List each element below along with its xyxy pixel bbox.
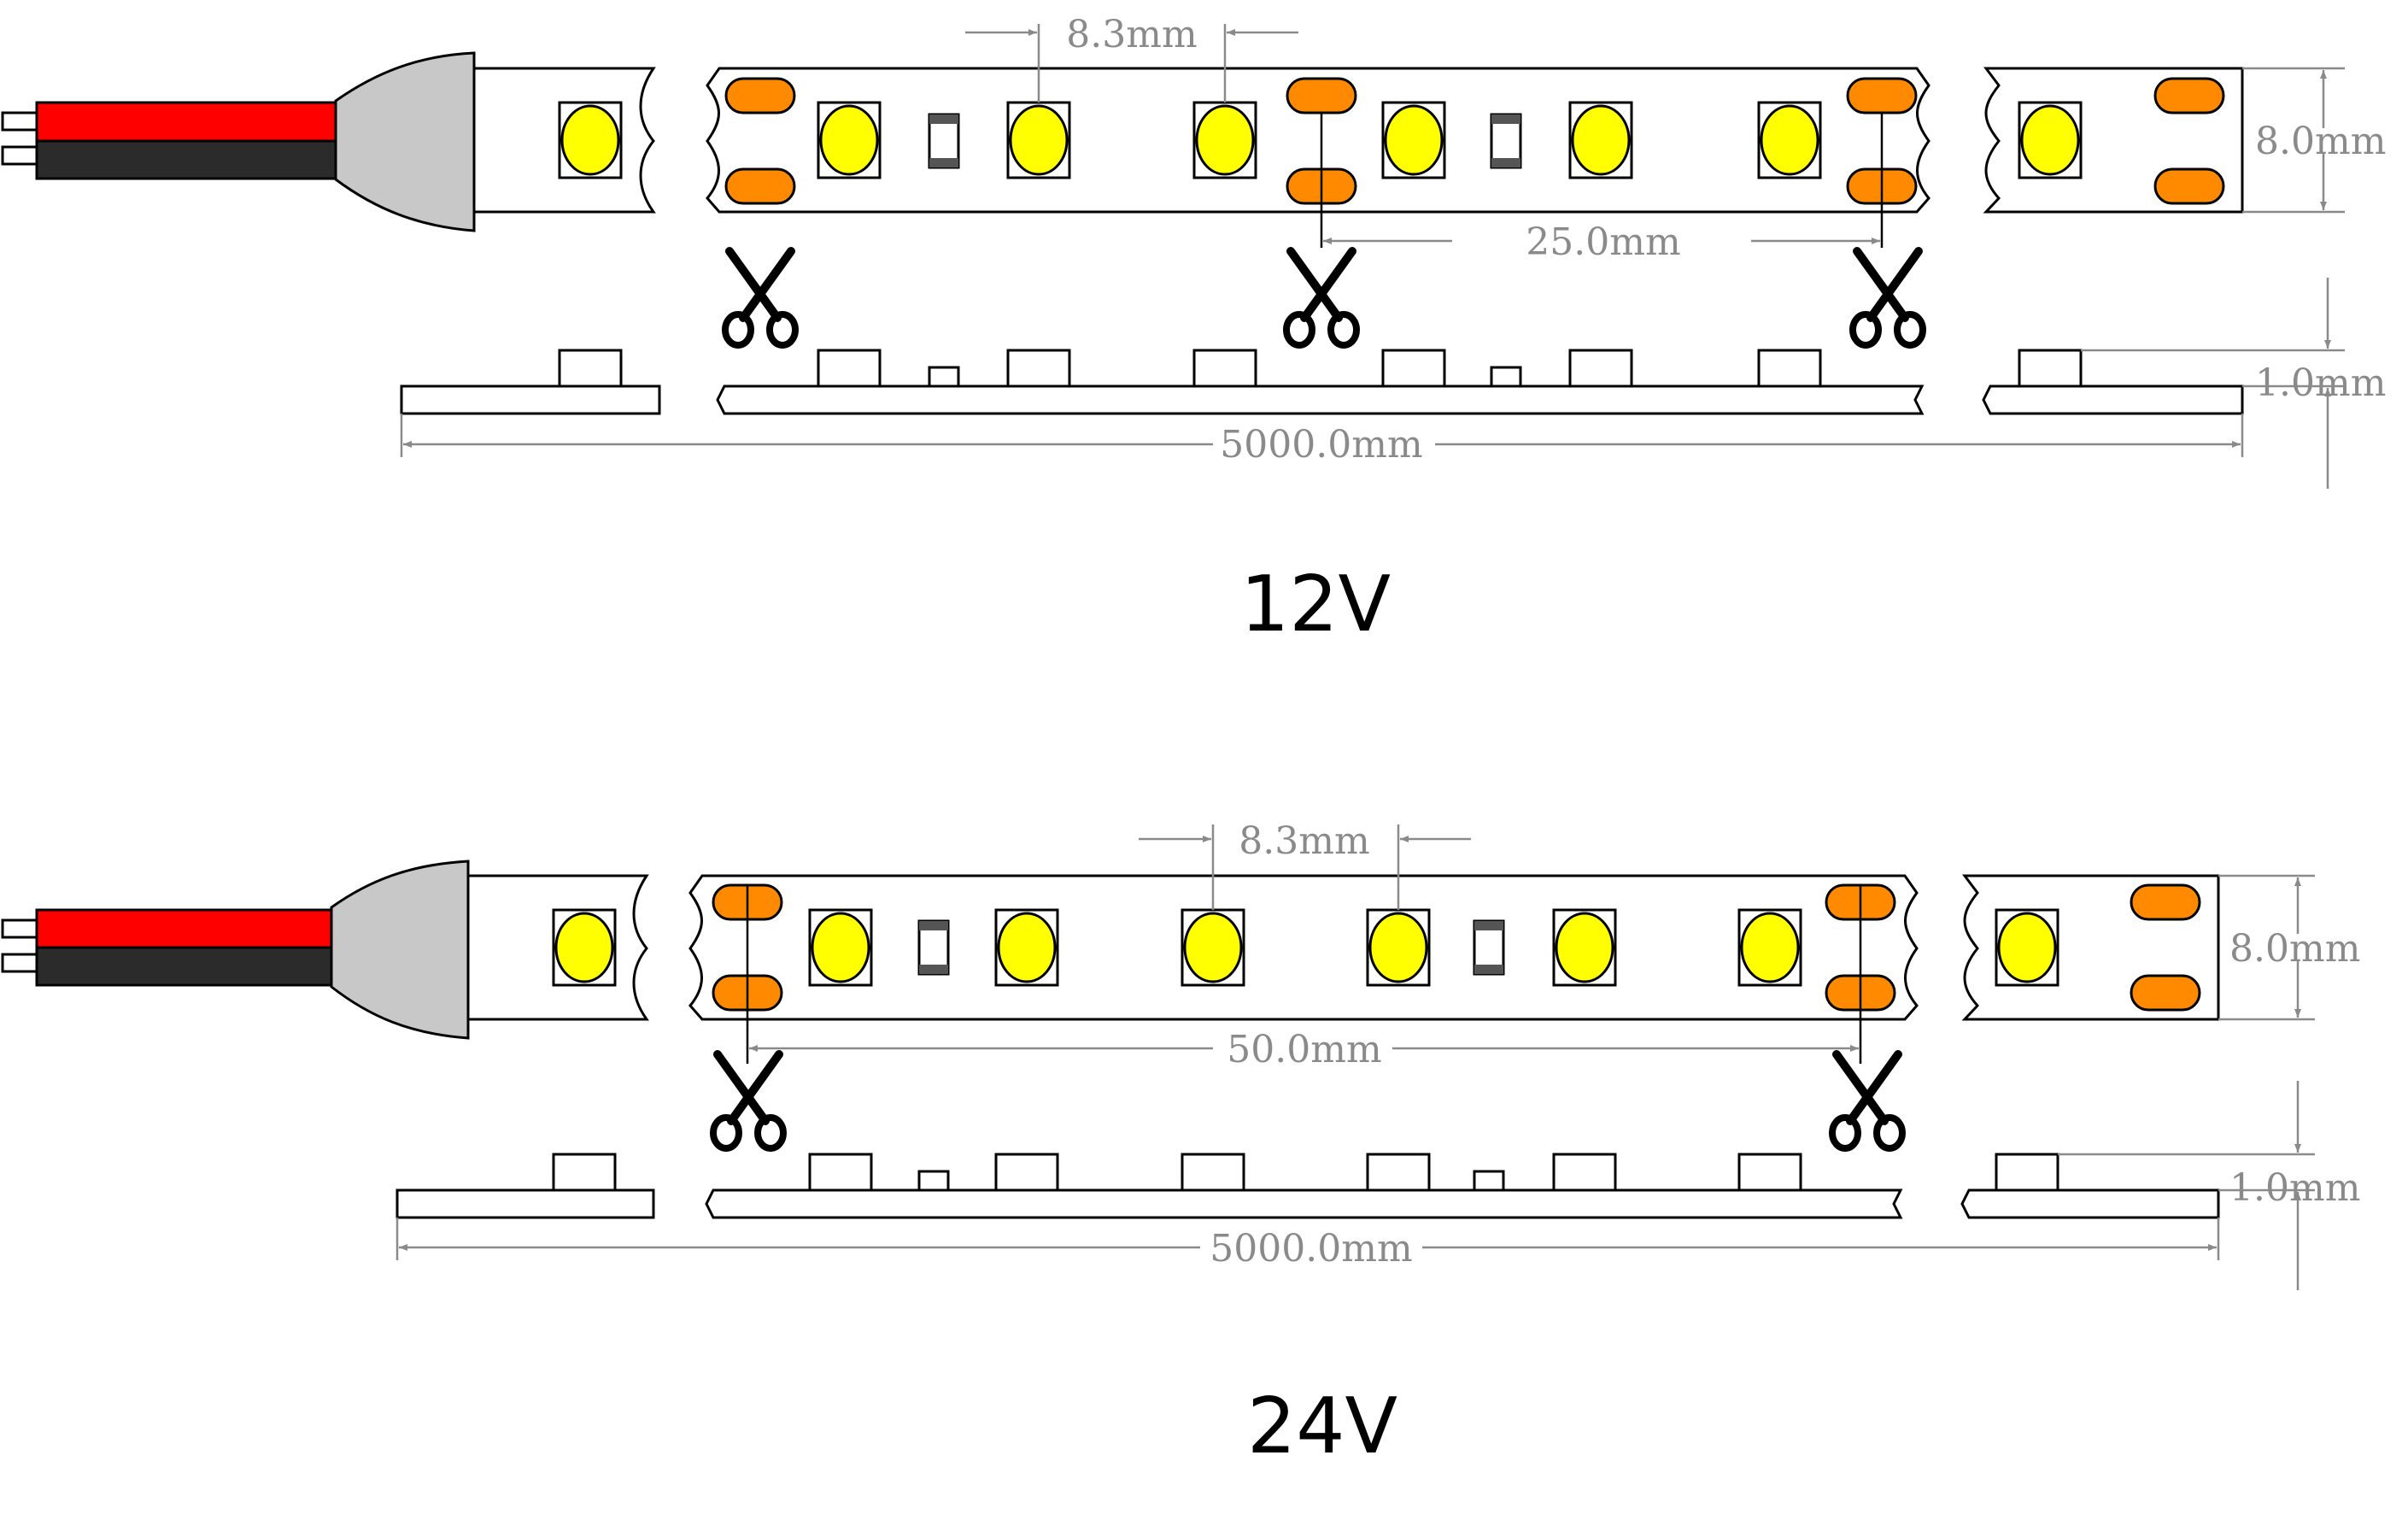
- scissors-icon: [1829, 1050, 1906, 1152]
- scissors-icon: [722, 247, 799, 349]
- total-length-label: 5000.0mm: [1220, 423, 1422, 467]
- thickness-label: 1.0mm: [2229, 1166, 2360, 1210]
- led-chip: [560, 104, 620, 176]
- cut-dimension: [1320, 113, 1884, 248]
- resistors: [917, 919, 1505, 976]
- pitch-dimension: [1139, 824, 1471, 910]
- solder-pads: [712, 883, 1896, 1012]
- black-wire: [35, 139, 337, 180]
- side-profile: [400, 349, 2244, 415]
- total-length-label: 5000.0mm: [1210, 1227, 1412, 1270]
- thickness-dimension: [2058, 1081, 2315, 1290]
- red-wire: [35, 908, 333, 949]
- pitch-label: 8.3mm: [1066, 13, 1197, 56]
- diagram-12v: 8.3mm 25.0mm: [1, 13, 2386, 649]
- cut-dimension: [746, 885, 1862, 1064]
- width-dimension: [2218, 874, 2315, 1021]
- length-dimension: [395, 1218, 2220, 1260]
- resistors: [928, 113, 1522, 169]
- pitch-dimension: [965, 24, 1298, 103]
- length-dimension: [400, 414, 2244, 457]
- red-wire: [35, 101, 337, 143]
- scissors-icon: [710, 1050, 787, 1152]
- voltage-title: 24V: [1247, 1382, 1397, 1471]
- diagram-24v: 8.3mm 50.0mm 8.0mm: [1, 819, 2360, 1471]
- width-dimension: [2242, 67, 2345, 214]
- strip-segment: [688, 874, 1919, 1021]
- cable-connector: [334, 51, 476, 232]
- side-profile: [395, 1153, 2220, 1219]
- scissors-icon: [1283, 247, 1360, 349]
- thickness-label: 1.0mm: [2255, 361, 2386, 405]
- cable-connector: [330, 860, 470, 1040]
- cut-length-label: 50.0mm: [1227, 1028, 1381, 1071]
- black-wire: [35, 946, 333, 987]
- voltage-title: 12V: [1240, 560, 1391, 649]
- solder-pads: [724, 77, 1918, 205]
- cut-length-label: 25.0mm: [1526, 220, 1680, 264]
- pitch-label: 8.3mm: [1239, 819, 1369, 863]
- power-cable: [1, 51, 476, 232]
- led-chips: [808, 908, 1802, 987]
- width-label: 8.0mm: [2255, 120, 2386, 163]
- power-cable: [1, 860, 470, 1040]
- width-label: 8.0mm: [2229, 927, 2360, 971]
- thickness-dimension: [2081, 278, 2345, 489]
- scissors-icon: [1849, 247, 1926, 349]
